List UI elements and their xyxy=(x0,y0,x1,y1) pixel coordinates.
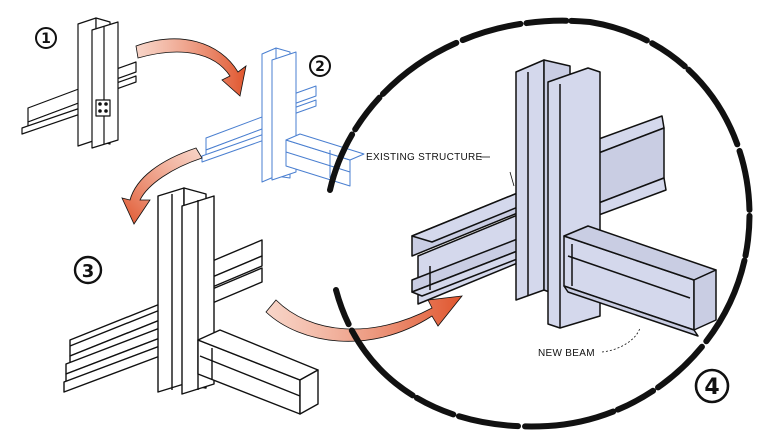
step-1-marker: 1 xyxy=(35,27,57,49)
step-4-marker: 4 xyxy=(694,368,730,404)
svg-text:2: 2 xyxy=(315,59,325,75)
detail-circle xyxy=(327,17,753,430)
label-existing-structure: EXISTING STRUCTURE xyxy=(366,152,515,187)
step-3-marker: 3 xyxy=(73,255,103,285)
svg-text:1: 1 xyxy=(41,31,51,47)
step-1-sketch xyxy=(21,17,137,149)
svg-text:3: 3 xyxy=(82,261,95,282)
arrow-2-to-3 xyxy=(121,147,203,225)
step-2-marker: 2 xyxy=(309,55,331,77)
step-2-sketch xyxy=(201,47,365,187)
svg-text:NEW BEAM: NEW BEAM xyxy=(538,348,595,359)
step-3-sketch xyxy=(63,187,319,415)
arrow-1-to-2 xyxy=(135,38,247,97)
svg-text:4: 4 xyxy=(704,375,719,400)
arrow-3-to-4 xyxy=(265,295,463,342)
step-4-sketch xyxy=(411,59,717,337)
svg-text:EXISTING STRUCTURE: EXISTING STRUCTURE xyxy=(366,152,483,163)
label-new-beam: NEW BEAM xyxy=(538,327,641,359)
